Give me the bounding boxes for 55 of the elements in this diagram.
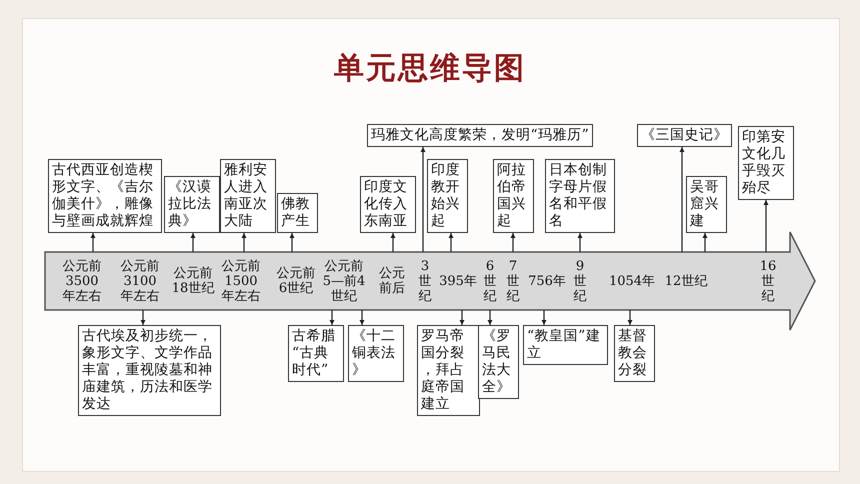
event-box: 基督教会分裂 (614, 325, 655, 382)
date-label: 公元前3500年左右 (62, 258, 102, 304)
arrow (702, 233, 708, 252)
title: 单元思维导图 (333, 50, 527, 88)
event-box: 雅利安人进入南亚次大陆 (220, 159, 276, 233)
arrow (420, 147, 426, 252)
arrow (510, 233, 516, 252)
event-box: 佛教产生 (277, 193, 318, 233)
event-box: 日本创制字母片假名和平假名 (545, 159, 615, 233)
arrow (140, 310, 146, 325)
arrow (290, 233, 294, 252)
date-label: 12世纪 (664, 274, 708, 288)
arrow (360, 310, 364, 325)
arrow (190, 233, 196, 252)
date-label: 7世纪 (506, 258, 520, 304)
arrow (764, 200, 768, 252)
date-label: 公元前18世纪 (171, 266, 215, 296)
arrow (330, 310, 334, 325)
arrow (448, 233, 454, 252)
date-label: 9世纪 (573, 258, 587, 304)
event-box: 《三国史记》 (637, 124, 732, 147)
event-box: 吴哥窟兴建 (686, 176, 727, 233)
event-box: 阿拉伯帝国兴起 (493, 159, 534, 233)
arrow (390, 233, 396, 252)
date-label: 6世纪 (483, 258, 497, 304)
event-box: 古代西亚创造楔形文字、《吉尔伽美什》，雕像与壁画成就辉煌 (48, 159, 162, 233)
event-box: 《汉谟拉比法典》 (164, 176, 220, 233)
arrow (680, 147, 684, 252)
date-label: 公元前6世纪 (276, 266, 316, 296)
arrow (460, 310, 464, 325)
arrow (628, 310, 632, 325)
date-label: 395年 (439, 274, 477, 288)
event-box: 印度文化传入东南亚 (360, 176, 416, 233)
date-label: 3世纪 (418, 258, 432, 304)
date-label: 公元前1500年左右 (220, 258, 262, 304)
arrow (488, 310, 492, 325)
event-box: 印度教开始兴起 (427, 159, 468, 233)
event-box: 玛雅文化高度繁荣，发明“玛雅历” (367, 124, 594, 147)
event-box: 罗马帝国分裂，拜占庭帝国建立 (417, 325, 480, 416)
event-box: “教皇国”建立 (523, 325, 608, 365)
event-box: 古代埃及初步统一，象形文字、文学作品丰富，重视陵墓和神庙建筑，历法和医学发达 (78, 325, 220, 416)
event-box: 《十二铜表法》 (348, 325, 404, 382)
date-label: 公元前3100年左右 (120, 258, 160, 304)
event-box: 《罗马民法大全》 (478, 325, 519, 399)
date-label: 16世纪 (759, 258, 777, 304)
arrow (90, 233, 96, 252)
event-box: 古希腊“古典时代” (288, 325, 344, 382)
event-box: 印第安文化几乎毁灭殆尽 (738, 126, 794, 200)
date-label: 1054年 (608, 274, 656, 288)
arrow (542, 310, 546, 325)
date-label: 756年 (528, 274, 566, 288)
date-label: 公元前5—前4世纪 (322, 258, 366, 304)
arrow (242, 233, 246, 252)
date-label: 公元前后 (378, 266, 406, 296)
arrow (578, 233, 582, 252)
